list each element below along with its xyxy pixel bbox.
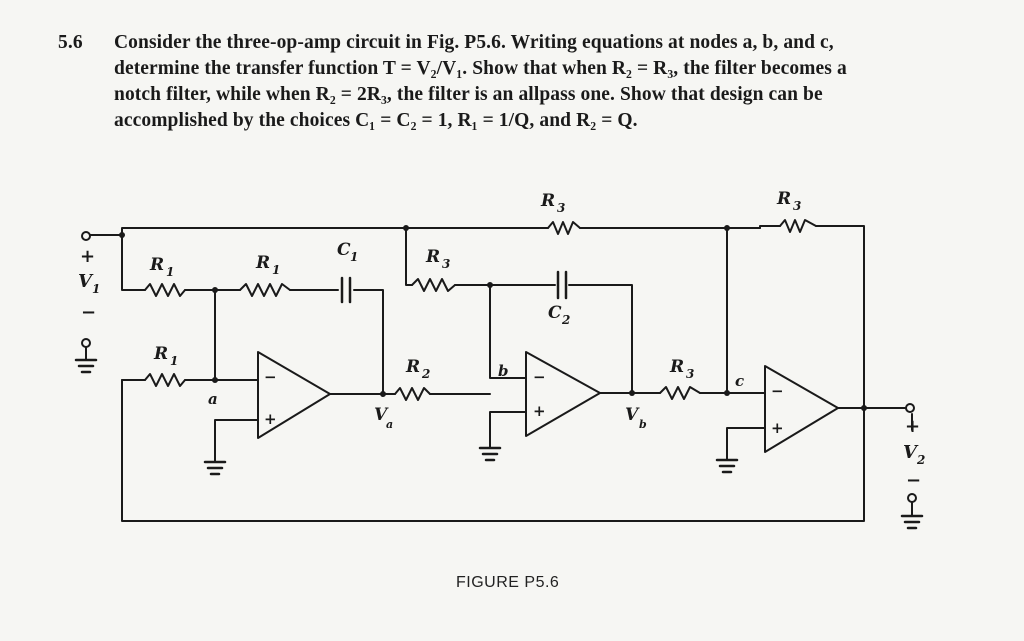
label-va: V <box>374 405 389 425</box>
output-voltage-v2-sub: 2 <box>916 453 925 467</box>
label-r2-sub: 2 <box>421 367 430 381</box>
node-c-label: c <box>735 372 744 390</box>
problem-line-4: accomplished by the choices C₁ = C₂ = 1,… <box>114 110 638 131</box>
input-minus-sign: − <box>81 302 96 323</box>
problem-number: 5.6 <box>58 32 83 53</box>
label-r3-stage3-in: R <box>669 357 684 377</box>
label-va-sub: a <box>386 418 393 431</box>
ground-opamp3-icon <box>715 458 739 474</box>
problem-text: Consider the three-op-amp circuit in Fig… <box>114 30 954 134</box>
op-amps <box>257 351 839 453</box>
problem-line-3: notch filter, while when R₂ = 2R₃, the f… <box>114 84 823 105</box>
label-c1: C <box>337 240 351 260</box>
capacitor-c1 <box>340 276 352 304</box>
ground-opamp2-icon <box>478 446 502 462</box>
label-r3-top-left: R <box>540 191 555 211</box>
resistor-r1-upper <box>144 283 186 297</box>
opamp1-plus-sign: + <box>264 410 277 428</box>
resistor-r3-stage2-in <box>411 278 456 292</box>
ground-opamp1-icon <box>203 460 227 476</box>
label-c1-sub: 1 <box>350 250 358 264</box>
input-terminal-top <box>81 231 91 241</box>
label-r2: R <box>405 357 420 377</box>
label-c2-sub: 2 <box>561 313 570 327</box>
label-r1-middle-sub: 1 <box>272 263 280 277</box>
label-vb-sub: b <box>639 418 647 431</box>
label-r1-feedback-sub: 1 <box>170 354 178 368</box>
ground-input-icon <box>74 358 98 374</box>
op-amp-2 <box>525 351 601 437</box>
input-plus-sign: + <box>80 246 95 267</box>
output-terminal-top <box>905 403 915 413</box>
label-r1-feedback: R <box>153 344 168 364</box>
opamp3-plus-sign: + <box>771 419 784 437</box>
label-r3-stage2-in: R <box>425 247 440 267</box>
output-terminal-bottom <box>907 493 917 503</box>
opamp2-plus-sign: + <box>533 402 546 420</box>
op-amp-1 <box>257 351 331 439</box>
output-voltage-v2: V <box>903 442 919 463</box>
resistor-r3-stage3-in <box>659 386 701 400</box>
input-voltage-v1: V <box>78 271 94 292</box>
node-b-label: b <box>498 362 509 380</box>
label-r3-top-right-sub: 3 <box>793 199 801 213</box>
label-r1-upper: R <box>149 255 164 275</box>
resistor-r1-feedback <box>144 373 186 387</box>
resistor-r2 <box>394 387 431 401</box>
resistor-r3-top-left <box>547 221 581 235</box>
resistor-r1-middle <box>239 283 291 297</box>
output-plus-sign: + <box>905 416 920 437</box>
op-amp-3 <box>764 365 839 453</box>
node-a-label: a <box>208 390 218 408</box>
resistors <box>144 219 817 401</box>
problem-line-2: determine the transfer function T = V₂/V… <box>114 58 847 79</box>
label-r3-top-left-sub: 3 <box>557 201 565 215</box>
ground-output-icon <box>900 514 924 530</box>
opamp1-minus-sign: − <box>264 368 277 386</box>
capacitors <box>340 270 568 304</box>
label-r1-upper-sub: 1 <box>166 265 174 279</box>
input-terminal-bottom <box>81 338 91 348</box>
resistor-r3-top-right <box>779 219 817 233</box>
label-vb: V <box>625 405 640 425</box>
opamp2-minus-sign: − <box>533 368 546 386</box>
label-r3-top-right: R <box>776 189 791 209</box>
label-r3-stage2-in-sub: 3 <box>442 257 450 271</box>
opamp3-minus-sign: − <box>771 382 784 400</box>
input-voltage-v1-sub: 1 <box>92 282 100 296</box>
label-r1-middle: R <box>255 253 270 273</box>
label-r3-stage3-in-sub: 3 <box>686 367 694 381</box>
problem-line-1: Consider the three-op-amp circuit in Fig… <box>114 32 834 53</box>
label-c2: C <box>548 303 562 323</box>
output-minus-sign: − <box>906 470 921 491</box>
capacitor-c2 <box>556 270 568 300</box>
figure-caption: FIGURE P5.6 <box>456 574 560 591</box>
junction-dots <box>119 225 867 411</box>
grounds <box>74 358 924 530</box>
